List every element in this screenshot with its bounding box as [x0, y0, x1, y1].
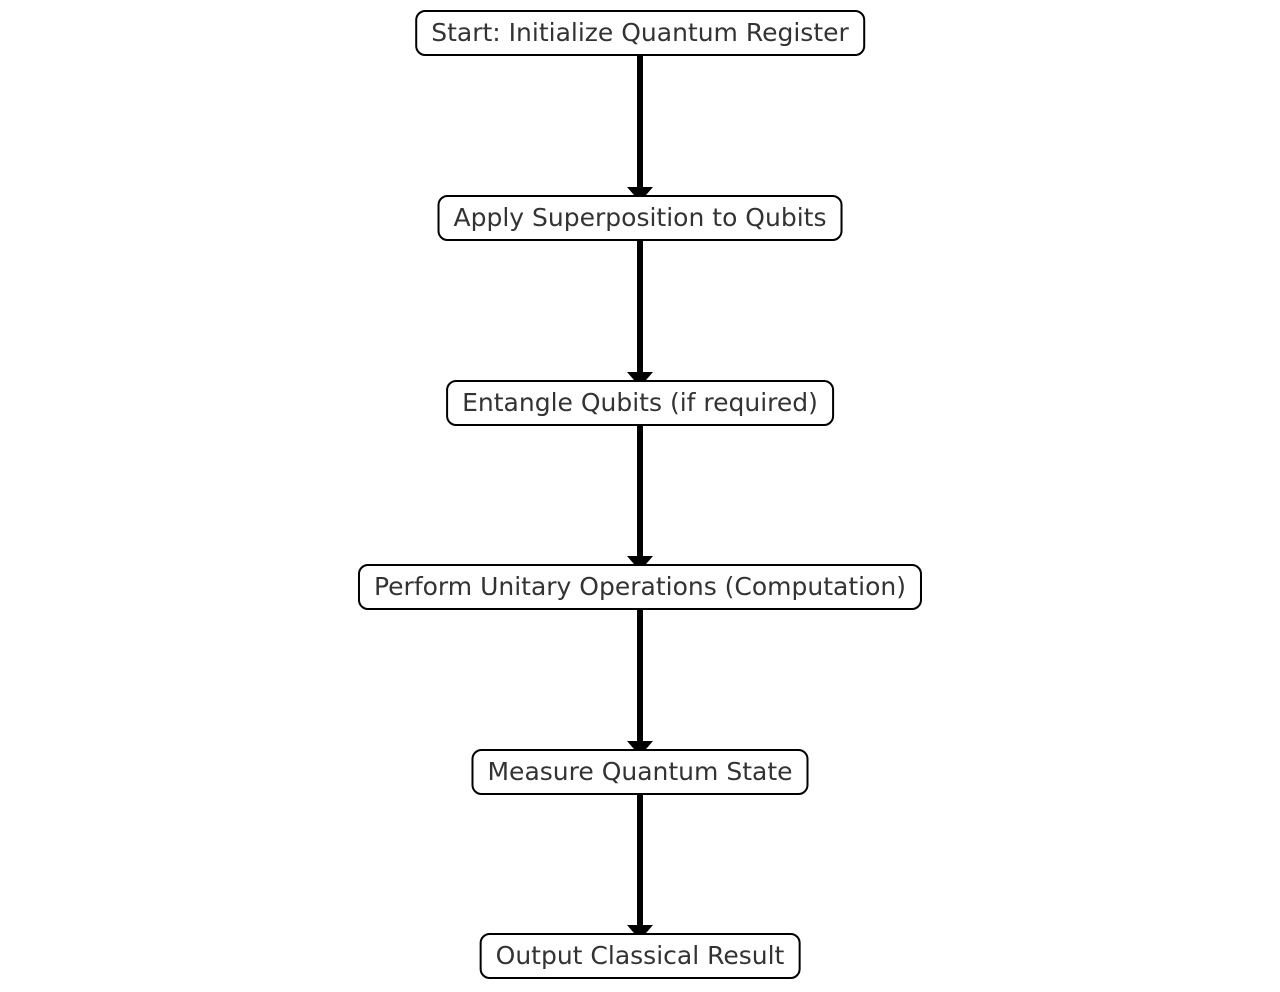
arrow-shaft: [637, 241, 643, 377]
flowchart-node-entangle: Entangle Qubits (if required): [446, 380, 834, 426]
arrow-shaft: [637, 610, 643, 745]
arrow-shaft: [637, 795, 643, 929]
arrow-shaft: [637, 56, 643, 192]
flowchart-node-measure: Measure Quantum State: [471, 749, 809, 795]
flowchart-node-output: Output Classical Result: [479, 933, 801, 979]
flowchart-node-unitary-operations: Perform Unitary Operations (Computation): [357, 564, 923, 610]
flowchart-node-start: Start: Initialize Quantum Register: [415, 10, 865, 56]
arrow-shaft: [637, 426, 643, 560]
flowchart-node-superposition: Apply Superposition to Qubits: [437, 195, 843, 241]
